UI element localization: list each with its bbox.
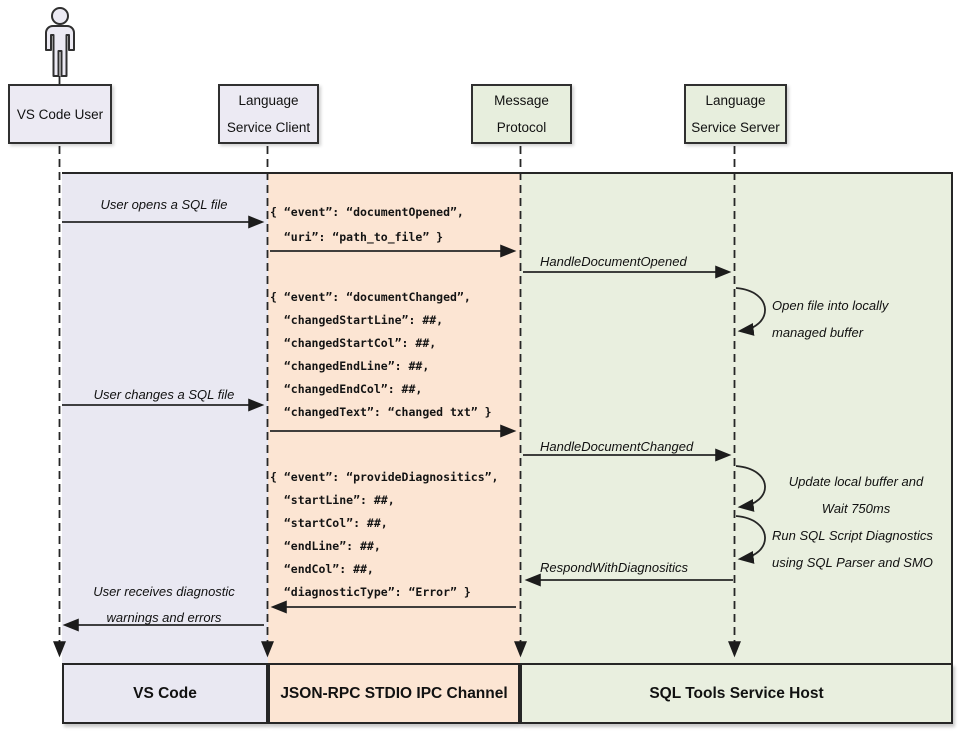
actor-message-protocol: Message Protocol [471,84,572,144]
label-user-changes: User changes a SQL file [93,387,235,402]
note-open-file: Open file into locally managed buffer [772,298,889,340]
actor-language-service-server: Language Service Server [684,84,787,144]
ipc-channel-lane [268,174,520,721]
json-provide-diagnostics: { “event”: “provideDiagnositics”, “start… [270,470,499,599]
json-document-changed: { “event”: “documentChanged”, “changedSt… [270,290,492,419]
actor-label: Service Client [226,120,311,135]
note-run-diagnostics: Run SQL Script Diagnostics using SQL Par… [772,528,933,570]
json-document-opened: { “event”: “documentOpened”, “uri”: “pat… [270,205,464,244]
label-respond-diagnostics: RespondWithDiagnositics [540,560,689,575]
label-user-receives: User receives diagnostic warnings and er… [93,584,235,625]
actor-language-service-client: Language Service Client [218,84,319,144]
footer-ipc-channel: JSON-RPC STDIO IPC Channel [268,663,520,724]
label-handle-changed: HandleDocumentChanged [540,439,694,454]
actor-label: Service Server [691,120,780,135]
actor-vscode-user: VS Code User [8,84,112,144]
note-update-buffer: Update local buffer and Wait 750ms [788,474,924,516]
footer-service-host: SQL Tools Service Host [520,663,953,724]
service-host-lane [520,174,951,721]
swimlane-band [62,172,953,724]
actor-label: VS Code User [16,107,104,122]
person-icon [45,7,75,77]
footer-vscode: VS Code [62,663,268,724]
actor-label: Message [494,93,549,108]
actor-label: Language [238,93,299,108]
actor-label: Protocol [496,120,547,135]
vscode-user-lane [62,174,268,721]
label-user-opens: User opens a SQL file [100,197,228,212]
actor-label: Language [705,93,766,108]
label-handle-opened: HandleDocumentOpened [540,254,687,269]
